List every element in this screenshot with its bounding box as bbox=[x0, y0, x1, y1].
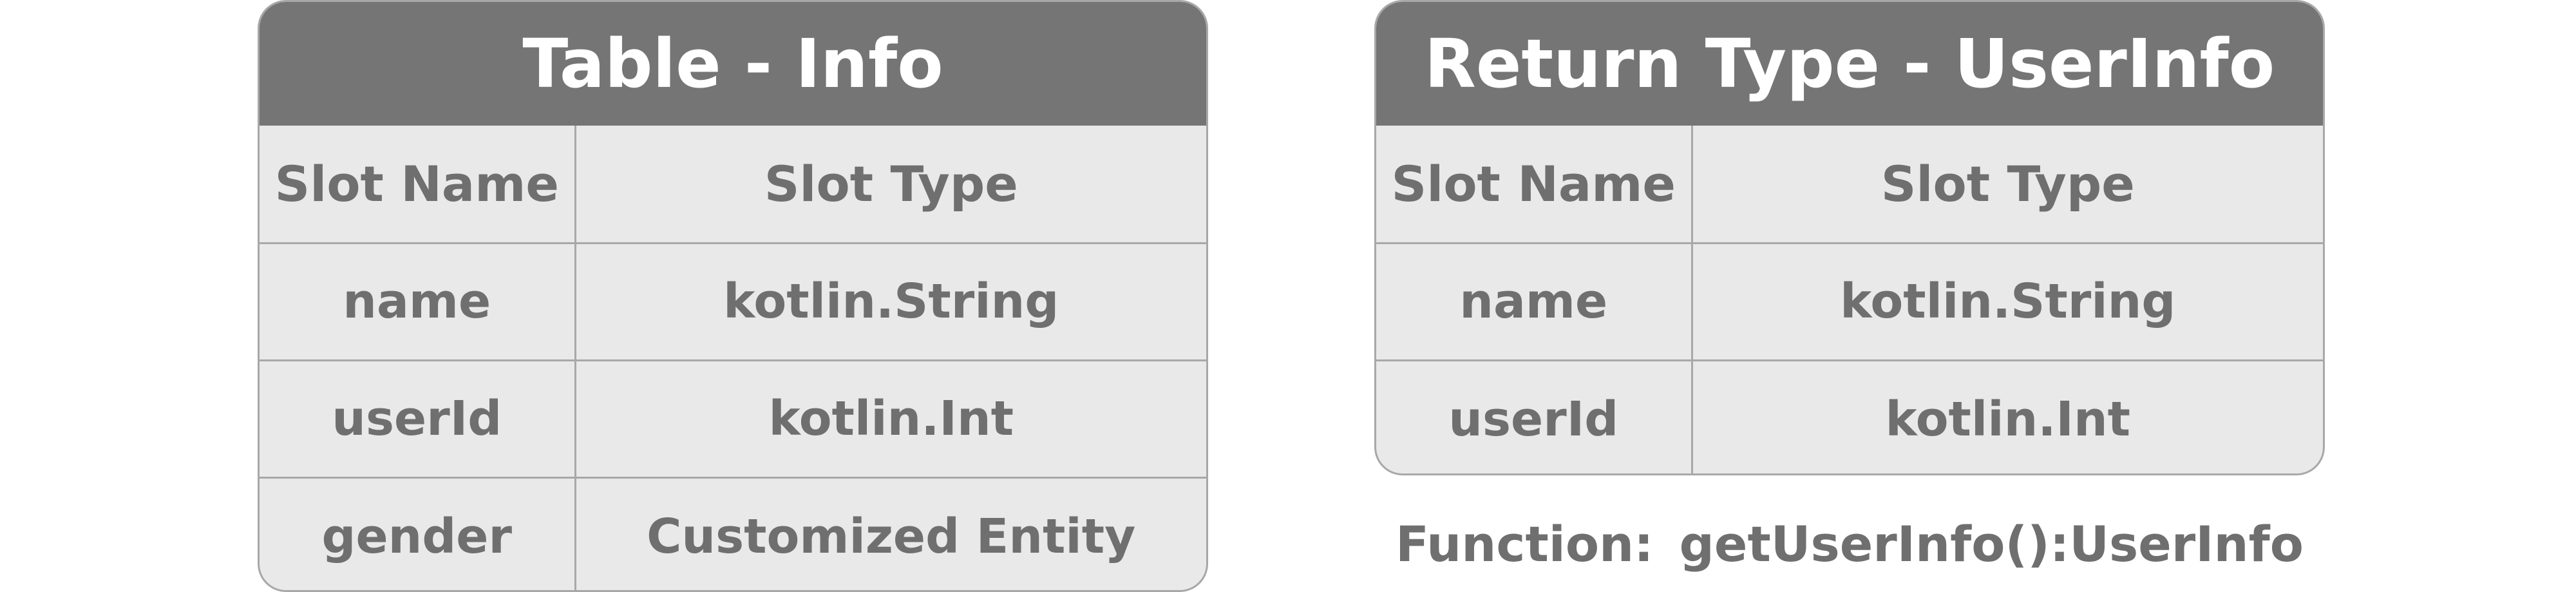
slot-name-header: Slot Name bbox=[1376, 126, 1693, 244]
slot-type-cell: kotlin.String bbox=[1692, 243, 2323, 361]
slot-name-cell: name bbox=[260, 243, 576, 361]
slot-type-cell: kotlin.Int bbox=[575, 360, 1206, 479]
table-header-row: Slot Name Slot Type bbox=[260, 126, 1206, 244]
info-table-title: Table - Info bbox=[260, 2, 1206, 154]
table-row: name kotlin.String bbox=[1376, 243, 2323, 361]
table-row: gender Customized Entity bbox=[260, 477, 1206, 590]
return-type-title: Return Type - UserInfo bbox=[1376, 2, 2323, 154]
slot-type-header: Slot Type bbox=[575, 126, 1206, 244]
slot-type-cell: Customized Entity bbox=[647, 508, 1136, 564]
function-label: Function: bbox=[1396, 515, 1654, 573]
slot-type-header: Slot Type bbox=[1692, 126, 2323, 244]
slot-name-cell: name bbox=[1376, 243, 1693, 361]
return-type-slot-table: Slot Name Slot Type name kotlin.String u… bbox=[1376, 126, 2323, 473]
table-row: name kotlin.String bbox=[260, 243, 1206, 361]
slot-type-cell: kotlin.Int bbox=[1885, 391, 2131, 447]
slot-name-cell: gender bbox=[260, 477, 576, 590]
info-slot-table: Slot Name Slot Type name kotlin.String u… bbox=[260, 126, 1206, 590]
return-type-card: Return Type - UserInfo Slot Name Slot Ty… bbox=[1374, 0, 2325, 475]
info-table-card: Table - Info Slot Name Slot Type name ko… bbox=[258, 0, 1208, 592]
slot-name-cell: userId bbox=[260, 360, 576, 479]
slot-type-cell: kotlin.String bbox=[575, 243, 1206, 361]
table-row: userId kotlin.Int bbox=[260, 360, 1206, 479]
slot-name-cell: userId bbox=[1376, 360, 1693, 473]
table-header-row: Slot Name Slot Type bbox=[1376, 126, 2323, 244]
table-row: userId kotlin.Int bbox=[1376, 360, 2323, 473]
function-caption: Function: getUserInfo():UserInfo bbox=[1374, 515, 2325, 573]
slot-name-header: Slot Name bbox=[260, 126, 576, 244]
function-signature: getUserInfo():UserInfo bbox=[1679, 515, 2304, 573]
